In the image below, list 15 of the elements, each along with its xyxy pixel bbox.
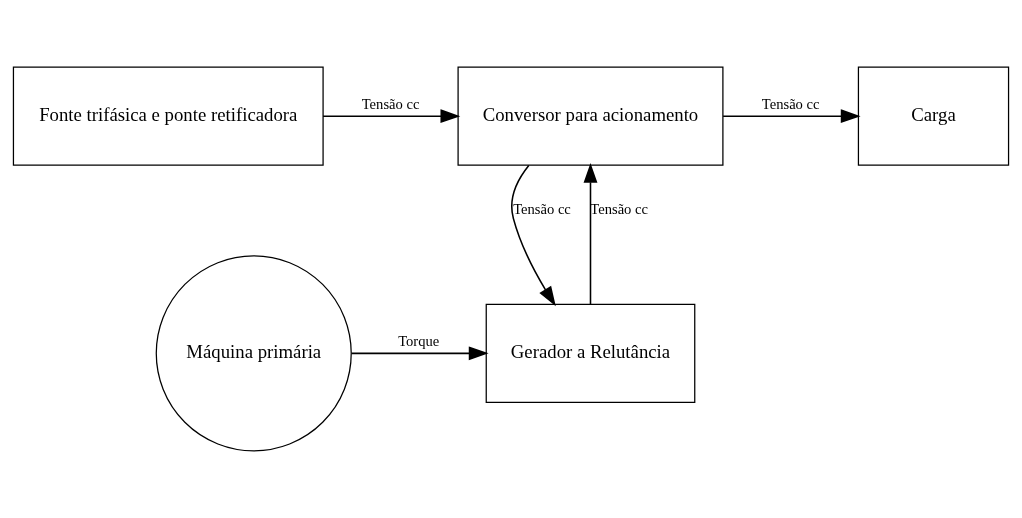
node-box: Conversor para acionamento <box>457 66 724 166</box>
arrow <box>322 109 461 124</box>
edge-label: Tensão cc <box>761 96 820 113</box>
edge-label: Tensão cc <box>361 96 420 113</box>
edge-label: Tensão cc <box>513 201 571 218</box>
node-box: Fonte trifásica e ponte retificadora <box>12 66 324 166</box>
node-circle: Máquina primária <box>155 255 352 452</box>
edge-label: Torque <box>398 333 440 350</box>
arrow <box>722 109 861 124</box>
arrow <box>583 163 598 305</box>
arrow <box>350 346 489 361</box>
node-box: Gerador a Relutância <box>485 303 696 403</box>
edge-label: Tensão cc <box>590 201 648 218</box>
arrow <box>511 164 556 307</box>
node-box: Carga <box>857 66 1010 166</box>
